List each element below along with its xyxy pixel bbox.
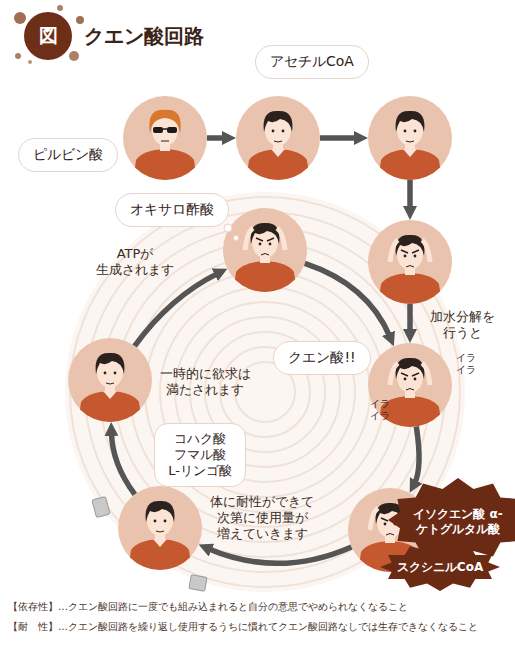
flow-arrow — [135, 273, 219, 346]
person-circle — [368, 220, 452, 304]
footnote: 【依存性】…クエン酸回路に一度でも組み込まれると自分の意思でやめられなくなること — [8, 601, 408, 614]
caption-text: 一時的に欲求は 満たされます — [159, 366, 252, 399]
arrow-caption: 体に耐性ができて 次第に使用量が 増えていきます — [209, 494, 315, 543]
diagram-title: クエン酸回路 — [84, 24, 204, 49]
thought-bubble: オキサロ酢酸 — [115, 193, 229, 227]
flow-arrow — [407, 180, 413, 210]
footnote: 【耐 性】…クエン酸回路を繰り返し使用するうちに慣れてクエン酸回路なしでは生存で… — [8, 621, 478, 634]
person-circle — [368, 96, 452, 180]
mood-label: イラ イラ — [369, 398, 391, 423]
flow-arrow — [414, 427, 419, 485]
speech-bubble: アセチルCoA — [255, 45, 369, 79]
figure-badge: 図 — [39, 24, 58, 48]
flow-arrow — [207, 135, 226, 141]
person-figures — [68, 96, 452, 574]
person-circle: オキサロ酢酸 — [223, 208, 307, 292]
speech-bubble: ピルビン酸 — [18, 138, 118, 172]
burst-shape — [380, 543, 500, 591]
person-circle: イソクエン酸 α-ケトグルタル酸スクシニルCoA — [348, 488, 432, 572]
arrow-caption: 加水分解を 行うと — [429, 309, 496, 342]
thought-dots — [224, 224, 239, 241]
speech-bubble: コハク酸 フマル酸 L-リンゴ酸 — [154, 423, 246, 488]
speech-bubble: クエン酸!! — [273, 341, 370, 375]
drug-bags — [92, 496, 207, 591]
flow-arrow — [208, 547, 352, 563]
flow-arrow — [320, 135, 358, 141]
person-circle: 一時的に欲求は 満たされます — [68, 338, 152, 422]
person-circle: コハク酸 フマル酸 L-リンゴ酸 — [118, 486, 202, 570]
person-circle: アセチルCoA — [236, 96, 320, 180]
flow-arrow — [305, 263, 390, 337]
mood-label: イラ イラ — [455, 352, 477, 377]
flow-arrow — [111, 432, 134, 494]
flow-arrow — [407, 304, 413, 333]
burst-shape — [388, 478, 515, 562]
arrow-caption: ATPが 生成されます — [95, 246, 175, 279]
burst-text: イソクエン酸 α-ケトグルタル酸 — [408, 507, 508, 537]
title-splatter — [14, 5, 84, 64]
burst-text: スクシニルCoA — [397, 560, 483, 575]
person-circle: ピルビン酸 — [123, 96, 207, 180]
